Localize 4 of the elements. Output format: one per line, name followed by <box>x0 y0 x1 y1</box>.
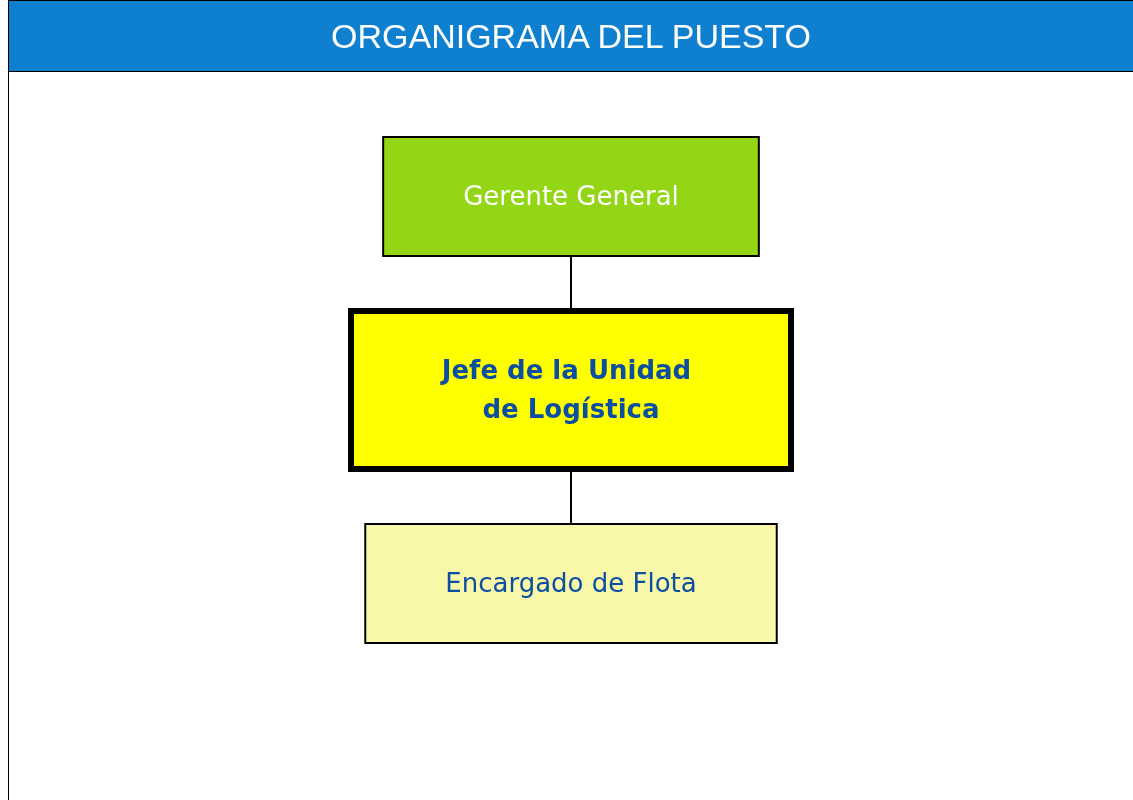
node-box: Jefe de la Unidad de Logística <box>348 308 794 472</box>
node-box: Encargado de Flota <box>364 523 778 644</box>
node-box: Gerente General <box>382 136 760 257</box>
chart-title: ORGANIGRAMA DEL PUESTO <box>9 0 1133 72</box>
